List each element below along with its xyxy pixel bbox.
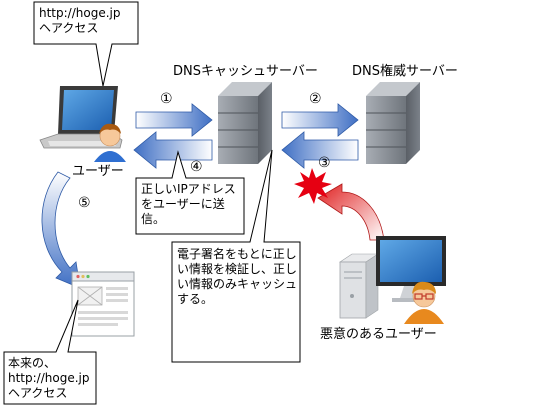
callout-signature-text: 電子署名をもとに正しい情報を検証し、正しい情報のみキャッシュする。 [177,247,298,306]
step-4-label: ④ [190,159,203,175]
dns-cache-server-icon [218,82,272,164]
attack-burst-icon [294,168,332,204]
attack-arrow [317,183,385,241]
attacker-computer [339,236,446,319]
step-1-label: ① [160,91,173,107]
arrow-step1 [135,103,213,137]
callout-correct-ip [135,150,245,235]
label-dns-cache-server: DNSキャッシュサーバー [173,64,318,79]
dns-authoritative-server-icon [366,82,420,164]
label-user: ユーザー [72,164,124,179]
callout-correct-ip-text: 正しいIPアドレスをユーザーに送信。 [141,182,236,226]
step-2-label: ② [309,91,322,107]
callout-original-site-text: 本来の、 http://hoge.jp ヘアクセス [8,356,90,400]
user-avatar [94,123,126,162]
callout-signature [171,149,301,363]
step-5-label: ⑤ [78,195,91,211]
browser-window-icon [71,271,135,337]
callout-top-left-text: http://hoge.jp ヘアクセス [39,6,121,35]
callout-top-left [33,1,139,87]
step-3-label: ③ [318,155,331,171]
arrow-step2 [281,103,359,137]
attacker-avatar [404,281,444,324]
arrow-step3 [281,131,359,169]
label-dns-authoritative-server: DNS権威サーバー [352,64,458,79]
arrow-step4 [133,131,213,169]
arrow-step5 [41,171,81,289]
label-malicious-user: 悪意のあるユーザー [320,327,437,342]
callout-original-site [3,299,97,405]
